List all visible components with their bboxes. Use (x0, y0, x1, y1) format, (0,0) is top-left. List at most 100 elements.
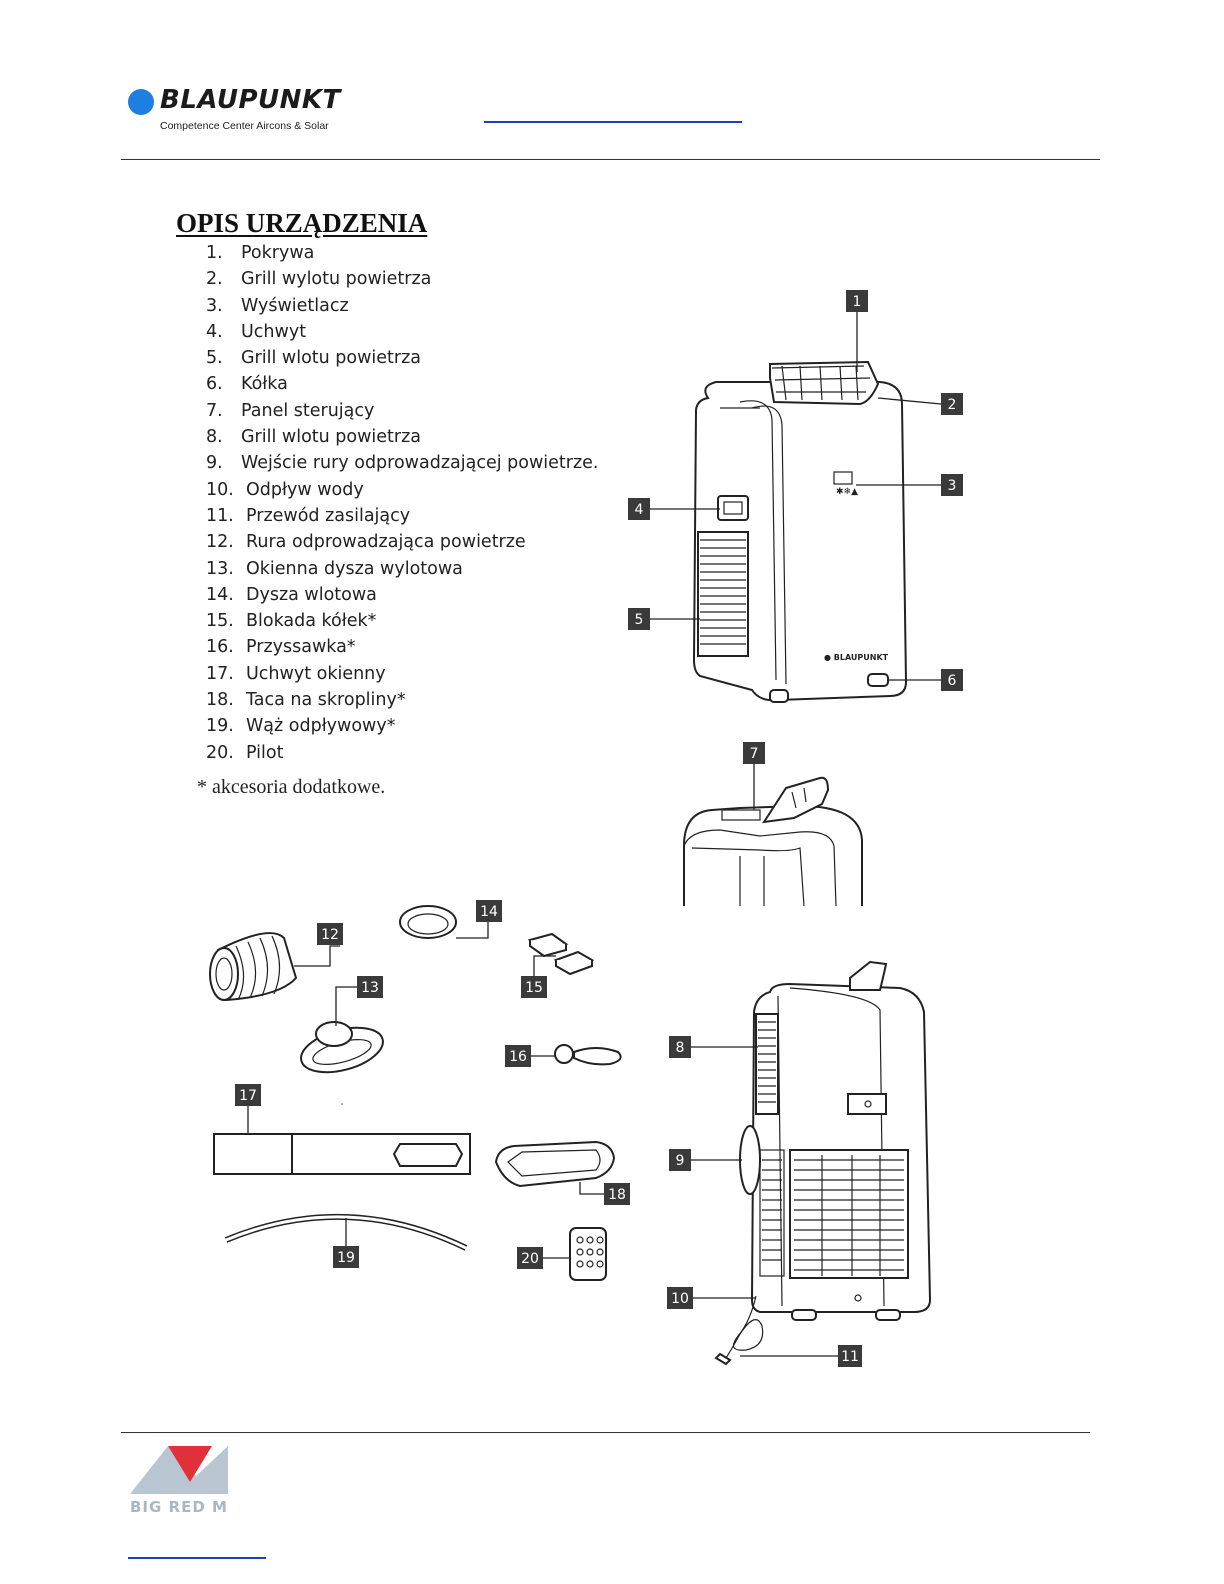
svg-text:3: 3 (948, 478, 957, 494)
svg-text:19: 19 (337, 1250, 355, 1266)
list-item: 11. Przewód zasilający (206, 503, 598, 529)
list-item-number: 10. (206, 479, 234, 500)
svg-text:20: 20 (521, 1251, 539, 1267)
list-item-label: Wąż odpływowy* (246, 716, 396, 737)
svg-text:6: 6 (948, 673, 957, 689)
footer-link[interactable] (128, 1557, 266, 1559)
list-item: 5. Grill wlotu powietrza (206, 345, 598, 371)
svg-text:10: 10 (671, 1291, 689, 1307)
list-item-number: 16. (206, 637, 234, 658)
callout-5: 5 (628, 608, 650, 630)
list-item: 1. Pokrywa (206, 240, 598, 266)
list-item: 18.Taca na skropliny* (206, 687, 598, 713)
list-item-label: Kółka (241, 374, 288, 395)
svg-text:15: 15 (525, 980, 543, 996)
list-item: 10.Odpływ wody (206, 477, 598, 503)
list-item-number: 12. (206, 532, 234, 553)
list-item-number: 14. (206, 584, 234, 605)
list-item-number: 18. (206, 690, 234, 711)
window-bracket (213, 1103, 471, 1175)
callout-8: 8 (669, 1036, 691, 1058)
svg-text:13: 13 (361, 980, 379, 996)
list-item-label: Panel sterujący (241, 400, 375, 421)
callout-17: 17 (235, 1084, 261, 1106)
list-item-number: 13. (206, 558, 234, 579)
brand-subtitle: Competence Center Aircons & Solar (160, 120, 329, 132)
callout-4: 4 (628, 498, 650, 520)
footer-logo-text: BIG RED M (130, 1498, 228, 1516)
list-item-label: Okienna dysza wylotowa (246, 558, 463, 579)
window-nozzle (300, 1021, 384, 1074)
list-item-number: 11. (206, 505, 234, 526)
list-item-label: Pilot (246, 742, 284, 763)
list-item: 4. Uchwyt (206, 319, 598, 345)
list-item: 19. Wąż odpływowy* (206, 713, 598, 739)
list-item-label: Rura odprowadzająca powietrze (246, 532, 526, 553)
callout-11: 11 (838, 1345, 862, 1367)
svg-text:✱❄▲: ✱❄▲ (836, 487, 858, 497)
list-item: 13. Okienna dysza wylotowa (206, 556, 598, 582)
header-link[interactable] (484, 121, 742, 123)
list-item-number: 15. (206, 611, 234, 632)
list-item: 12. Rura odprowadzająca powietrze (206, 529, 598, 555)
list-item-label: Przewód zasilający (246, 505, 411, 526)
callout-9: 9 (669, 1149, 691, 1171)
callout-10: 10 (667, 1287, 693, 1309)
list-item-number: 4. (206, 321, 223, 342)
list-item-number: 5. (206, 348, 223, 369)
svg-text:1: 1 (853, 294, 862, 310)
callout-16: 16 (505, 1045, 531, 1067)
callout-20: 20 (517, 1247, 543, 1269)
callout-18: 18 (604, 1183, 630, 1205)
callout-13: 13 (357, 976, 383, 998)
list-item-number: 1. (206, 243, 223, 263)
brand-dot-icon (128, 89, 154, 115)
list-item-label: Pokrywa (241, 243, 315, 263)
list-item-label: Grill wlotu powietrza (241, 427, 422, 448)
callout-19: 19 (333, 1246, 359, 1268)
list-item: 3. Wyświetlacz (206, 293, 598, 319)
big-red-m-logo: BIG RED M (130, 1446, 228, 1516)
list-item-number: 20. (206, 742, 234, 763)
header-divider (121, 159, 1100, 160)
svg-text:17: 17 (239, 1088, 257, 1104)
list-item: 16. Przyssawka* (206, 634, 598, 660)
unit-logo: ● BLAUPUNKT (824, 653, 889, 662)
list-item-number: 19. (206, 716, 234, 737)
svg-text:5: 5 (635, 612, 644, 628)
callout-3: 3 (941, 474, 963, 496)
list-item-number: 8. (206, 427, 223, 448)
list-item-label: Wejście rury odprowadzającej powietrze. (241, 453, 599, 474)
svg-text:16: 16 (509, 1049, 527, 1065)
unit-rear-view (714, 960, 932, 1366)
svg-text:18: 18 (608, 1187, 626, 1203)
list-item: 7.Panel sterujący (206, 398, 598, 424)
blaupunkt-logo: BLAUPUNKT Competence Center Aircons & So… (128, 85, 358, 138)
svg-text:8: 8 (676, 1040, 685, 1056)
callout-15: 15 (521, 976, 547, 998)
drain-tray (494, 1140, 616, 1188)
list-item: 15.Blokada kółek* (206, 608, 598, 634)
list-item-number: 6. (206, 374, 223, 395)
svg-text:4: 4 (635, 502, 644, 518)
callout-1: 1 (846, 290, 868, 312)
list-item-number: 17. (206, 663, 234, 684)
list-item-label: Uchwyt okienny (246, 663, 386, 684)
callout-12: 12 (317, 923, 343, 945)
list-item: 20. Pilot (206, 740, 598, 766)
footer-divider (121, 1432, 1090, 1433)
list-item: 17. Uchwyt okienny (206, 661, 598, 687)
list-item-label: Przyssawka* (246, 637, 356, 658)
svg-text:2: 2 (948, 397, 957, 413)
list-item-label: Uchwyt (241, 321, 307, 342)
callout-14: 14 (476, 900, 502, 922)
list-item-label: Grill wlotu powietrza (241, 348, 422, 369)
list-item-label: Wyświetlacz (241, 295, 349, 316)
callout-6: 6 (941, 669, 963, 691)
list-item-number: 3. (206, 295, 223, 316)
svg-text:11: 11 (841, 1349, 859, 1365)
svg-text:14: 14 (480, 904, 498, 920)
inlet-nozzle (399, 905, 457, 939)
